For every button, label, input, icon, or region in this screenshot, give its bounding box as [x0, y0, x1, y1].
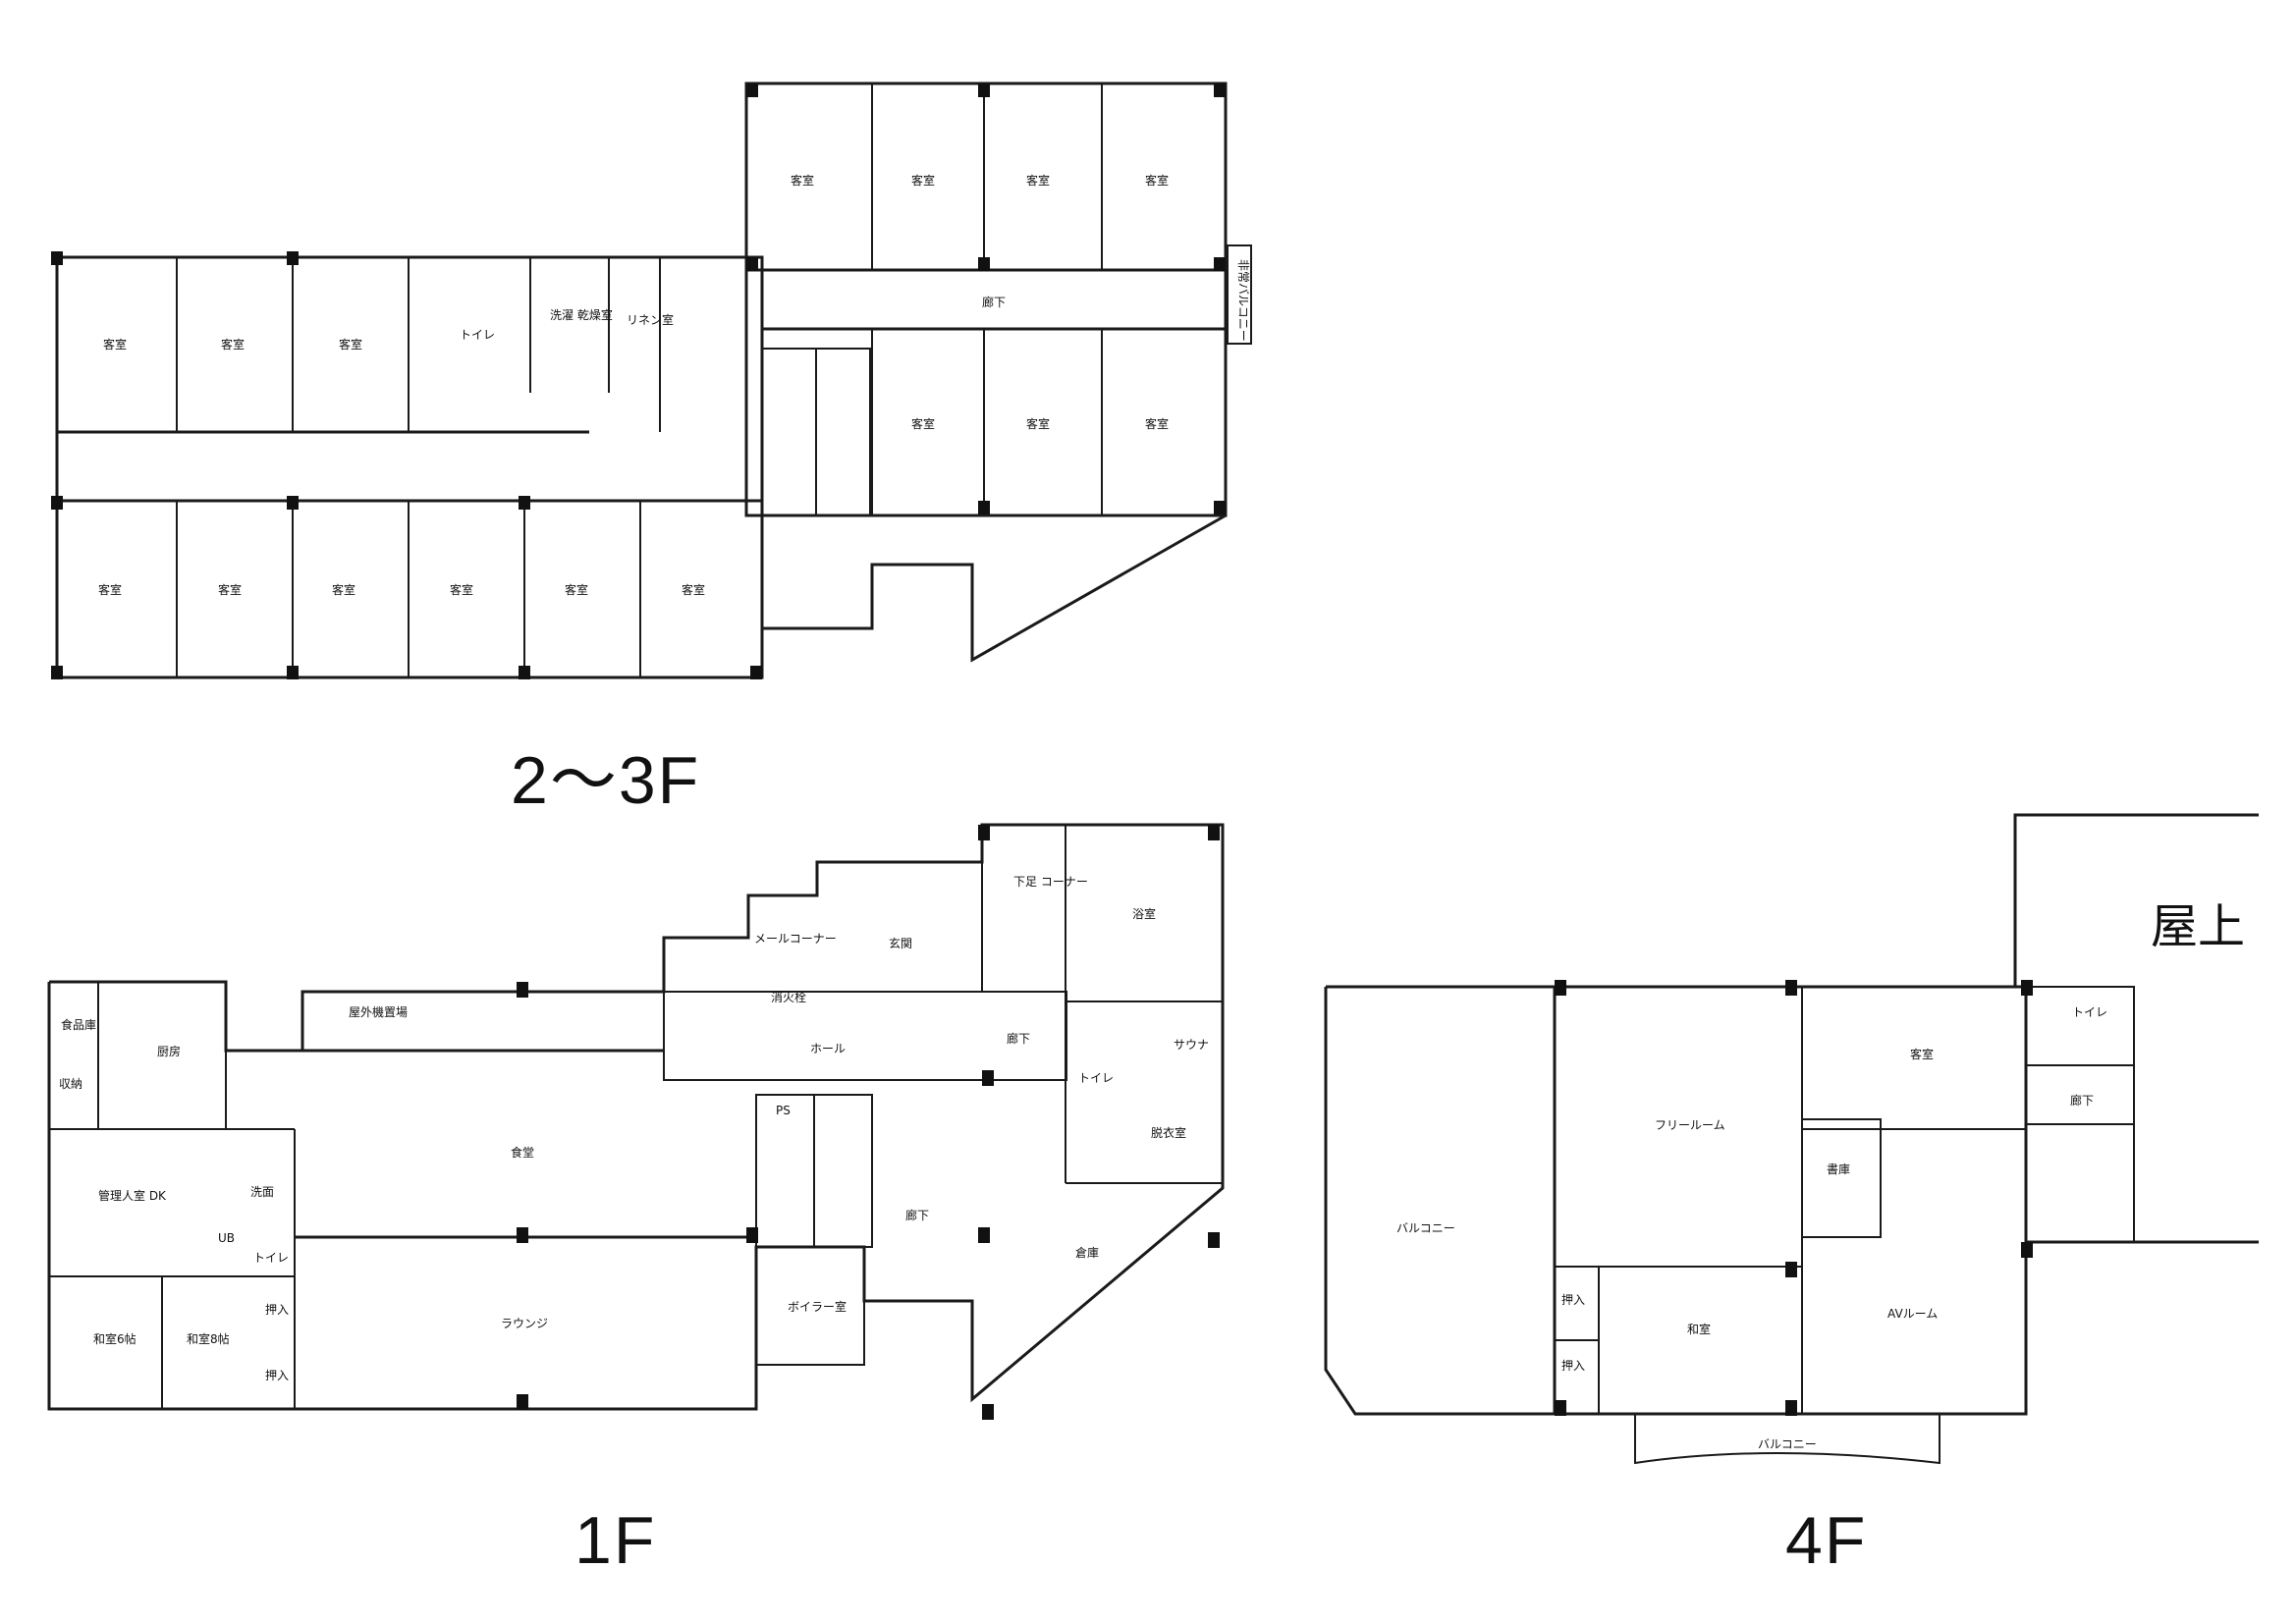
room-label: フリールーム — [1655, 1118, 1725, 1132]
room-label: 廊下 — [2070, 1093, 2094, 1108]
room-label: 洗濯 乾燥室 — [550, 307, 613, 322]
room-label: 押入 — [1561, 1293, 1585, 1307]
room-label: 客室 — [98, 582, 122, 597]
room-label: ラウンジ — [501, 1317, 548, 1330]
room-label: 管理人室 DK — [98, 1188, 167, 1203]
room-label: 客室 — [218, 582, 242, 597]
room-label: PS — [776, 1104, 791, 1117]
room-label: 食堂 — [511, 1145, 534, 1160]
floor-plan-2-3f: 客室 客室 客室 トイレ 洗濯 乾燥室 リネン室 客室 客室 客室 客室 客室 … — [51, 81, 1252, 818]
room-label: トイレ — [253, 1251, 289, 1265]
room-label: 客室 — [221, 337, 245, 352]
room-label: サウナ — [1174, 1038, 1209, 1052]
room-label: 押入 — [1561, 1359, 1585, 1373]
room-label: 押入 — [265, 1303, 289, 1317]
room-label: 客室 — [103, 337, 127, 352]
room-label: 客室 — [791, 173, 814, 188]
floor-plan-1f: 食品庫 厨房 屋外機置場 食堂 ラウンジ メールコーナー 玄関 消火栓 ホール … — [47, 823, 1225, 1578]
room-label: 客室 — [1145, 416, 1169, 431]
room-label: 収納 — [59, 1077, 82, 1091]
room-label: 玄関 — [889, 936, 912, 950]
room-label: ボイラー室 — [788, 1299, 847, 1314]
room-label: トイレ — [1078, 1071, 1114, 1085]
room-label: 書庫 — [1827, 1163, 1850, 1176]
room-label: 廊下 — [1007, 1031, 1030, 1046]
floor-plan-4f: バルコニー フリールーム 客室 書庫 和室 押入 押入 AVルーム トイレ 廊下… — [1324, 813, 2259, 1578]
room-label: 客室 — [565, 582, 588, 597]
room-label: 食品庫 — [61, 1017, 96, 1032]
room-label: 押入 — [265, 1369, 289, 1382]
room-label: 厨房 — [157, 1044, 181, 1058]
room-label: ホール — [810, 1042, 846, 1055]
room-label: 和室 — [1687, 1322, 1711, 1336]
room-label: 浴室 — [1132, 906, 1156, 921]
room-label: 客室 — [1026, 416, 1050, 431]
room-label: 客室 — [682, 582, 705, 597]
room-label: 客室 — [1026, 173, 1050, 188]
room-label: 消火栓 — [771, 990, 806, 1004]
room-label: メールコーナー — [754, 932, 837, 946]
room-label: 倉庫 — [1075, 1245, 1099, 1260]
floor-label-1f: 1F — [574, 1503, 656, 1578]
room-label: 下足 コーナー — [1013, 875, 1088, 889]
room-label: リネン室 — [627, 312, 674, 327]
room-label: 客室 — [911, 416, 935, 431]
room-label: 廊下 — [905, 1208, 929, 1222]
room-label: 客室 — [339, 337, 362, 352]
floor-label-2-3f: 2〜3F — [511, 743, 700, 818]
room-label: トイレ — [460, 328, 495, 342]
room-label: 和室8帖 — [187, 1331, 230, 1346]
room-label: 洗面 — [250, 1185, 274, 1199]
room-label: 廊下 — [982, 295, 1006, 309]
room-label: 屋上 — [2151, 899, 2245, 954]
floor-label-4f: 4F — [1785, 1503, 1867, 1578]
room-label: UB — [218, 1231, 235, 1245]
room-label: 客室 — [450, 582, 473, 597]
room-label: 和室6帖 — [93, 1331, 137, 1346]
room-label: 非常バルコニー — [1236, 259, 1250, 342]
room-label: バルコニー — [1396, 1221, 1455, 1235]
room-label: バルコニー — [1758, 1437, 1817, 1451]
room-label: AVルーム — [1887, 1307, 1938, 1321]
room-label: 客室 — [911, 173, 935, 188]
room-label: 客室 — [1910, 1047, 1934, 1061]
room-label: トイレ — [2072, 1005, 2107, 1019]
room-label: 脱衣室 — [1151, 1125, 1186, 1140]
room-label: 客室 — [1145, 173, 1169, 188]
room-label: 屋外機置場 — [349, 1004, 408, 1019]
room-label: 客室 — [332, 582, 355, 597]
